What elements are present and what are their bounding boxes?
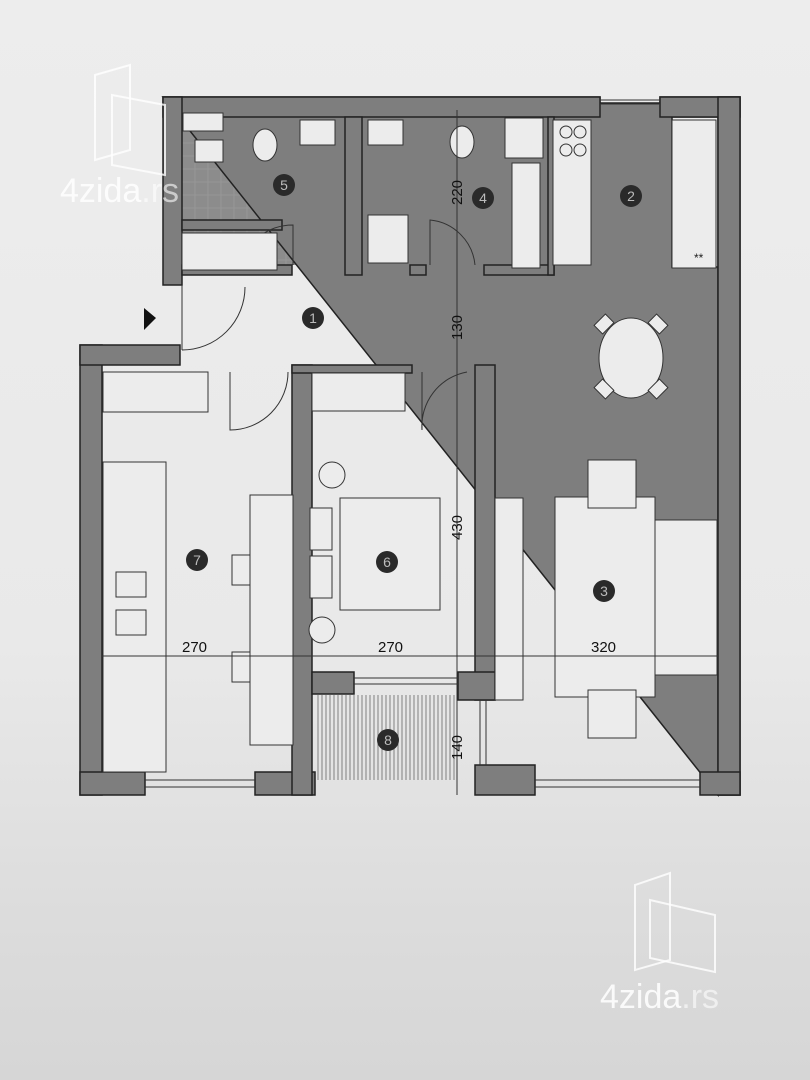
dim-room3-width: 320 xyxy=(591,639,616,656)
room-number: 6 xyxy=(383,554,391,570)
room-number-badge xyxy=(302,307,324,329)
room-number: 8 xyxy=(384,732,392,748)
room-number-badge xyxy=(186,549,208,571)
watermark-brand: 4zida xyxy=(60,172,142,210)
kitchen-marker: ** xyxy=(694,251,704,265)
dim-130: 130 xyxy=(449,315,466,340)
dimension-labels: 220 130 430 140 270 270 320 ** xyxy=(182,180,704,760)
watermark-tld: .rs xyxy=(681,978,720,1016)
room-number-badge xyxy=(273,174,295,196)
fixtures xyxy=(102,112,718,773)
dimension-lines xyxy=(102,110,718,795)
dim-220: 220 xyxy=(449,180,466,205)
room-number-badge xyxy=(376,551,398,573)
room-number: 7 xyxy=(193,552,201,568)
watermark-bottom: 4zida.rs xyxy=(600,978,719,1017)
room-number-badge xyxy=(620,185,642,207)
room-number-badge xyxy=(472,187,494,209)
watermark-top: 4zida.rs xyxy=(60,172,179,211)
room-number: 3 xyxy=(600,583,608,599)
room-number: 4 xyxy=(479,190,487,206)
dim-430: 430 xyxy=(449,515,466,540)
windows xyxy=(145,99,700,788)
dim-140: 140 xyxy=(449,735,466,760)
room-numbers: 1 2 3 4 5 6 7 8 xyxy=(186,174,642,751)
room-number: 5 xyxy=(280,177,288,193)
room-number: 1 xyxy=(309,310,317,326)
watermark-brand: 4zida xyxy=(600,978,682,1016)
dim-room6-width: 270 xyxy=(378,639,403,656)
watermark-tld: .rs xyxy=(141,172,180,210)
room-number-badge xyxy=(593,580,615,602)
room-number-badge xyxy=(377,729,399,751)
dim-room7-width: 270 xyxy=(182,639,207,656)
room-number: 2 xyxy=(627,188,635,204)
entrance-arrow-icon xyxy=(144,308,156,330)
